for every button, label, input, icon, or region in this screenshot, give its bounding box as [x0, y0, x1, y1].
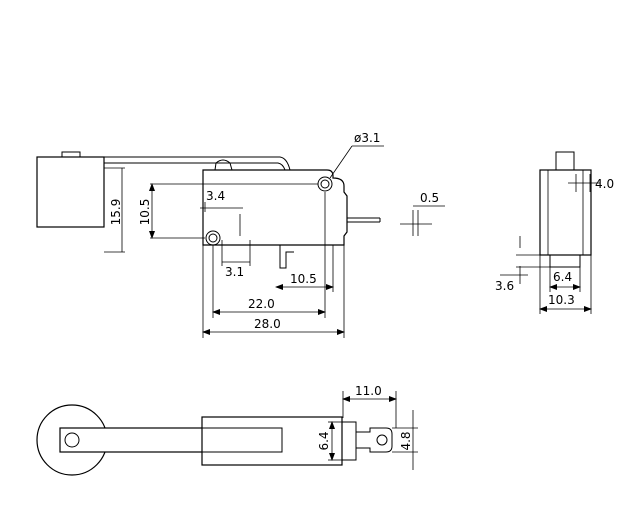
dim-hole-offset-y: 3.1: [225, 265, 244, 279]
dim-terminal-spacing: 10.5: [290, 272, 317, 286]
dim-bottom-height: 6.4: [317, 431, 331, 450]
dim-terminal-thickness: 0.5: [420, 191, 439, 205]
dim-overall-height: 15.9: [109, 199, 123, 226]
dim-bottom-length: 11.0: [355, 384, 382, 398]
side-plunger: [555, 151, 575, 173]
bottom-view: [36, 391, 418, 476]
right-terminal: [347, 217, 381, 223]
bottom-terminal: [279, 245, 294, 269]
mounting-hole-bottom-inner: [208, 233, 218, 243]
terminal-bottom: [355, 427, 393, 453]
dim-side-width: 4.0: [595, 177, 614, 191]
dim-hole-dia: ø3.1: [354, 131, 380, 145]
bottom-view-dimensions: 11.0 6.4 4.8: [317, 384, 413, 451]
dim-hole-spacing-h: 22.0: [248, 297, 275, 311]
side-view: [500, 151, 600, 314]
terminal-hole: [376, 434, 388, 446]
roller-axle: [64, 432, 80, 448]
lever-overlay: [201, 427, 283, 453]
dim-plunger-width: 6.4: [553, 270, 572, 284]
dim-body-length: 28.0: [254, 317, 281, 331]
dim-side-offset: 3.6: [495, 279, 514, 293]
roller-cap: [61, 151, 81, 158]
front-view-dimensions: ø3.1 15.9 10.5 3.4 3.1 10.5 22.0 28.0 0.…: [109, 131, 439, 331]
mounting-hole-top-inner: [320, 179, 330, 189]
front-view: [36, 145, 445, 338]
side-view-dimensions: 4.0 6.4 3.6 10.3: [495, 177, 614, 307]
dim-hole-offset-x: 3.4: [206, 189, 225, 203]
lever-arm: [104, 156, 291, 171]
switch-body: [202, 169, 348, 246]
dim-terminal-width: 4.8: [399, 431, 413, 450]
side-foot: [549, 254, 581, 268]
dim-hole-spacing-v: 10.5: [138, 199, 152, 226]
actuator-button: [214, 159, 233, 171]
switch-body-bottom: [201, 416, 343, 466]
end-collar: [341, 421, 357, 461]
roller: [36, 156, 105, 228]
dim-side-body-width: 10.3: [548, 293, 575, 307]
